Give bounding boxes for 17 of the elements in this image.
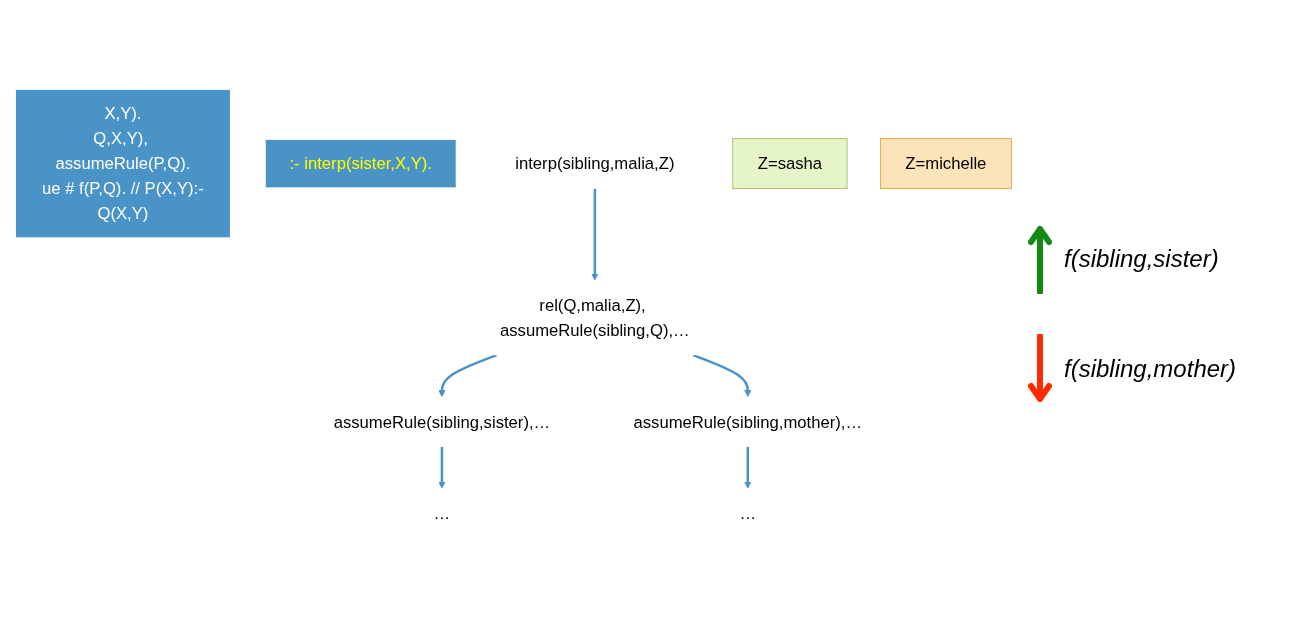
- node-text: …: [739, 504, 757, 523]
- node-text: assumeRule(sibling,mother),…: [633, 412, 863, 431]
- note-text: f(sibling,sister): [1064, 244, 1219, 273]
- note-text: f(sibling,mother): [1064, 354, 1237, 383]
- node-box: :- interp(sister,X,Y).: [263, 137, 459, 190]
- node-box: Z=michelle: [879, 138, 1012, 189]
- node-text: rel(Q,malia,Z), assumeRule(sibling,Q),…: [500, 296, 690, 340]
- arrow: [438, 353, 497, 398]
- node-box: Z=sasha: [732, 138, 848, 189]
- arrow: [438, 446, 446, 489]
- node-text: assumeRule(sibling,sister),…: [333, 412, 551, 431]
- node-box: X,Y). Q,X,Y), assumeRule(P,Q). ue # f(P,Q). // P(X,Y):-Q(X,Y): [13, 87, 233, 240]
- node-text: interp(sibling,malia,Z): [515, 154, 675, 173]
- node-text: …: [433, 504, 451, 523]
- arrow: [591, 188, 599, 281]
- arrow: [692, 353, 752, 398]
- arrow: [744, 446, 752, 489]
